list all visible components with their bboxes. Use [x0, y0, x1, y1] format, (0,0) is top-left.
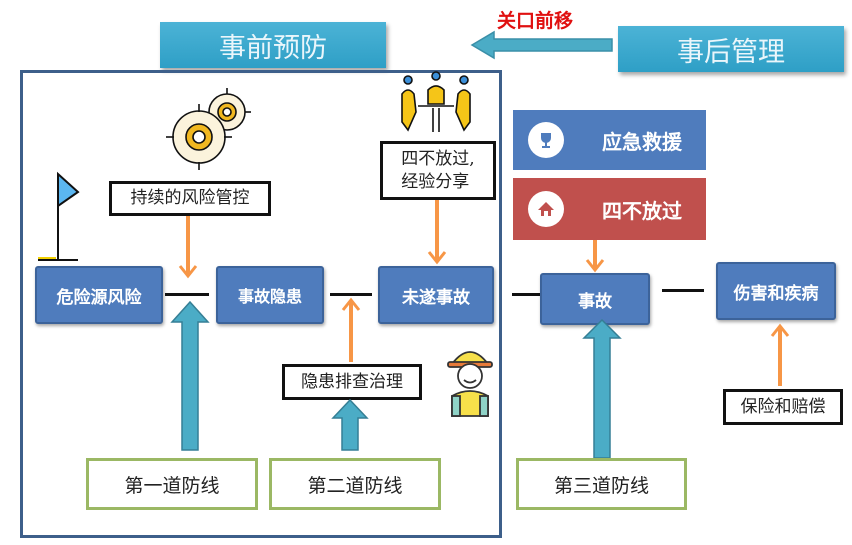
stage-injury-illness: 伤害和疾病	[716, 262, 836, 320]
stage-label: 事故隐患	[237, 287, 302, 306]
near-miss-note-arrow	[427, 200, 447, 265]
hazard-check-arrow	[341, 297, 361, 362]
second-defense-up-arrow	[331, 398, 369, 451]
connector-line	[662, 289, 704, 292]
stage-label: 危险源风险	[56, 287, 142, 308]
insurance-arrow	[770, 323, 790, 386]
stage-near-miss: 未遂事故	[378, 266, 494, 324]
third-defense-box: 第三道防线	[516, 458, 687, 510]
connector-line	[165, 293, 209, 296]
risk-control-text: 持续的风险管控	[130, 188, 250, 209]
stage-label: 未遂事故	[402, 287, 470, 308]
stage-label: 事故	[578, 291, 612, 312]
first-defense-label: 第一道防线	[124, 474, 220, 497]
insurance-note: 保险和赔偿	[723, 389, 843, 425]
worker-icon	[447, 351, 493, 417]
near-miss-text-line2: 经验分享	[401, 171, 470, 192]
risk-control-arrow	[178, 216, 198, 279]
second-defense-label: 第二道防线	[307, 474, 403, 497]
connector-line	[512, 293, 542, 296]
trophy-icon	[528, 122, 564, 158]
post-management-label: 事后管理	[677, 36, 785, 68]
hazard-check-text: 隐患排查治理	[301, 371, 403, 392]
hazard-check-note: 隐患排查治理	[282, 364, 422, 400]
stage-label: 伤害和疾病	[733, 283, 819, 304]
third-defense-up-arrow	[582, 318, 622, 459]
near-miss-text-line1: 四不放过,	[401, 148, 475, 169]
stage-accident: 事故	[540, 273, 650, 325]
pre-prevention-label: 事前预防	[219, 32, 327, 64]
stage-hazard-risk: 危险源风险	[35, 266, 163, 324]
shift-forward-label: 关口前移	[497, 10, 574, 32]
risk-control-note: 持续的风险管控	[109, 181, 271, 216]
pre-prevention-frame	[20, 70, 502, 538]
emergency-rescue-label: 应急救援	[602, 129, 682, 154]
first-defense-up-arrow	[170, 300, 210, 451]
second-defense-box: 第二道防线	[269, 458, 441, 510]
four-no-pass-label: 四不放过	[602, 198, 682, 223]
first-defense-box: 第一道防线	[86, 458, 258, 510]
four-no-pass-banner: 四不放过	[513, 178, 706, 240]
home-icon	[528, 191, 564, 227]
connector-line	[330, 293, 372, 296]
post-management-header: 事后管理	[618, 26, 844, 72]
insurance-text: 保险和赔偿	[740, 396, 826, 417]
emergency-rescue-banner: 应急救援	[513, 110, 706, 170]
flag-icon	[38, 171, 80, 261]
third-defense-label: 第三道防线	[553, 474, 649, 497]
near-miss-note: 四不放过, 经验分享	[380, 141, 496, 200]
shift-left-arrow	[470, 30, 613, 60]
gears-icon	[166, 88, 251, 170]
banner-down-arrow	[585, 240, 605, 273]
meeting-people-icon	[401, 71, 471, 132]
pre-prevention-header: 事前预防	[160, 22, 386, 68]
stage-accident-hazard: 事故隐患	[216, 266, 324, 324]
